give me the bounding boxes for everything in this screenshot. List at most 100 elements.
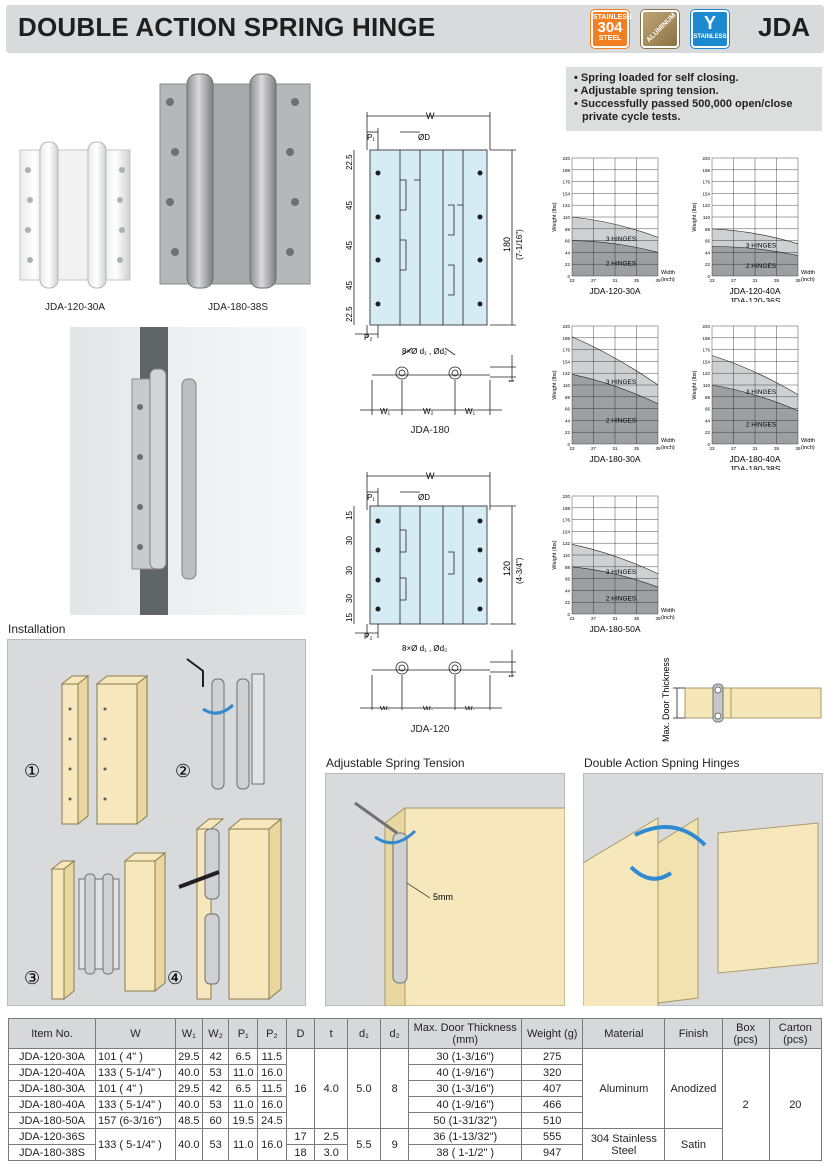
y-axis-label: Weight (lbs): [692, 202, 698, 231]
cell-d: 18: [285, 1144, 316, 1161]
cell-weight: 275: [521, 1048, 584, 1065]
cell-weight: 947: [521, 1144, 584, 1161]
installation-label: Installation: [8, 622, 66, 636]
cell-w2: 53: [201, 1096, 230, 1113]
y-tick-label: 176: [562, 518, 570, 523]
step-number: ②: [175, 761, 191, 781]
y-tick-label: 110: [703, 383, 711, 388]
cell-thickness: 36 (1-13/32"): [408, 1128, 523, 1145]
drawing-jda-180: W P₁ ØD 22.5 45 45 45 22.5 180 (7-1/16")…: [345, 111, 524, 416]
cell-weight: 466: [521, 1096, 584, 1113]
x-tick-label: 27: [591, 616, 597, 621]
x-tick-label: 31: [612, 278, 618, 283]
dim-spacing: 30: [345, 594, 354, 603]
cell-weight: 320: [521, 1064, 584, 1081]
x-tick-label: 35: [634, 616, 640, 621]
cell-thickness: 38 ( 1-1/2" ): [408, 1144, 523, 1161]
cell-p1: 6.5: [228, 1048, 259, 1065]
x-tick-label: 39: [795, 278, 801, 283]
spec-table: Item No. W W₁ W₂ P₁ P₂ D t d₁ d₂ Max. Do…: [8, 1018, 823, 1161]
cell-finish: Satin: [664, 1128, 723, 1161]
y-tick-label: 154: [562, 529, 570, 534]
col-header: Box (pcs): [721, 1018, 770, 1049]
col-header: W: [94, 1018, 176, 1049]
drawing-jda-120: W P₁ ØD 15 30 30 30 15 120 (4-3/4") P₂ 8…: [345, 471, 524, 710]
cell-w2: 53: [201, 1128, 230, 1161]
x-tick-label: 27: [591, 278, 597, 283]
door-thickness-label: Max. Door Thickness: [661, 657, 671, 742]
y-tick-label: 154: [702, 359, 710, 364]
cell-finish: Anodized: [664, 1048, 723, 1129]
cell-w2: 42: [201, 1048, 230, 1065]
cell-p2: 11.5: [257, 1080, 287, 1097]
y-tick-label: 88: [565, 395, 571, 400]
cell-w1: 40.0: [174, 1096, 203, 1113]
cell-carton: 20: [768, 1048, 823, 1161]
x-tick-label: 31: [752, 446, 758, 451]
col-header: P₁: [228, 1018, 259, 1049]
y-tick-label: 176: [562, 348, 570, 353]
dim-d: ØD: [418, 133, 430, 142]
dim-w2: W₂: [423, 705, 434, 710]
col-header: d₂: [379, 1018, 410, 1049]
y-tick-label: 22: [705, 262, 711, 267]
cell-w: 133 ( 5-1/4" ): [94, 1096, 176, 1113]
x-tick-label: 27: [731, 446, 737, 451]
chart-caption: JDA-180-50A: [589, 624, 640, 634]
cell-thickness: 30 (1-3/16"): [408, 1048, 523, 1065]
y-tick-label: 66: [565, 577, 571, 582]
y-axis-label: Weight (lbs): [552, 370, 558, 399]
y-tick-label: 198: [562, 336, 570, 341]
y-tick-label: 44: [565, 250, 571, 255]
cell-t: 3.0: [314, 1144, 349, 1161]
cell-item: JDA-180-38S: [8, 1144, 96, 1161]
dim-p1: P₁: [367, 493, 375, 502]
curve-3-hinges: [711, 355, 799, 395]
y-tick-label: 198: [702, 168, 710, 173]
y-tick-label: 132: [702, 203, 710, 208]
cell-w2: 53: [201, 1064, 230, 1081]
x-tick-label: 39: [795, 446, 801, 451]
series-label: 3 HINGES: [746, 389, 777, 396]
series-label: 2 HINGES: [606, 418, 637, 425]
x-tick-label: 35: [634, 446, 640, 451]
cell-w: 133 ( 5-1/4" ): [94, 1128, 176, 1161]
cell-item: JDA-120-30A: [8, 1048, 96, 1065]
col-header: W₁: [174, 1018, 203, 1049]
dim-p1: P₁: [367, 133, 375, 142]
dim-spacing: 15: [345, 613, 354, 622]
page-title: DOUBLE ACTION SPRING HINGE: [18, 12, 436, 42]
y-tick-label: 220: [702, 156, 710, 161]
stainless-304-badge: STAINLESS 304 STEEL: [591, 10, 632, 48]
y-tick-label: 110: [563, 383, 571, 388]
cell-d: 17: [285, 1128, 316, 1145]
cell-weight: 555: [521, 1128, 584, 1145]
col-header: Item No.: [8, 1018, 96, 1049]
x-axis-label: Width: [661, 438, 675, 444]
x-tick-label: 39: [655, 278, 661, 283]
series-label: 3 HINGES: [606, 236, 637, 243]
y-tick-label: 66: [565, 239, 571, 244]
dim-holes: 8×Ø d₁ , Ød₂: [402, 644, 447, 653]
series-label: 2 HINGES: [746, 263, 777, 270]
y-tick-label: 22: [565, 430, 571, 435]
double-action-illustration: [583, 817, 819, 1006]
col-header: P₂: [257, 1018, 287, 1049]
cell-box: 2: [721, 1048, 770, 1161]
x-axis-label: Width: [661, 270, 675, 276]
dim-w2: W₂: [423, 407, 434, 416]
cell-material: Aluminum: [582, 1048, 666, 1129]
dim-spacing: 30: [345, 566, 354, 575]
col-header: Weight (g): [521, 1018, 584, 1049]
dim-p2: P₂: [364, 333, 372, 342]
curve-2-hinges: [571, 373, 659, 405]
curve-3-hinges: [711, 228, 799, 245]
features-box: • Spring loaded for self closing. • Adju…: [566, 67, 822, 131]
series-label: 2 HINGES: [606, 595, 637, 602]
y-tick-label: 44: [565, 418, 571, 423]
col-header: Material: [582, 1018, 666, 1049]
table-row: JDA-180-30A 101 ( 4" ) 29.5 42 6.5 11.5 …: [8, 1080, 822, 1097]
y-tick-label: 88: [565, 565, 571, 570]
dim-holes: 8×Ø d₁ , Ød₂: [402, 347, 447, 356]
series-label: 2 HINGES: [606, 261, 637, 268]
